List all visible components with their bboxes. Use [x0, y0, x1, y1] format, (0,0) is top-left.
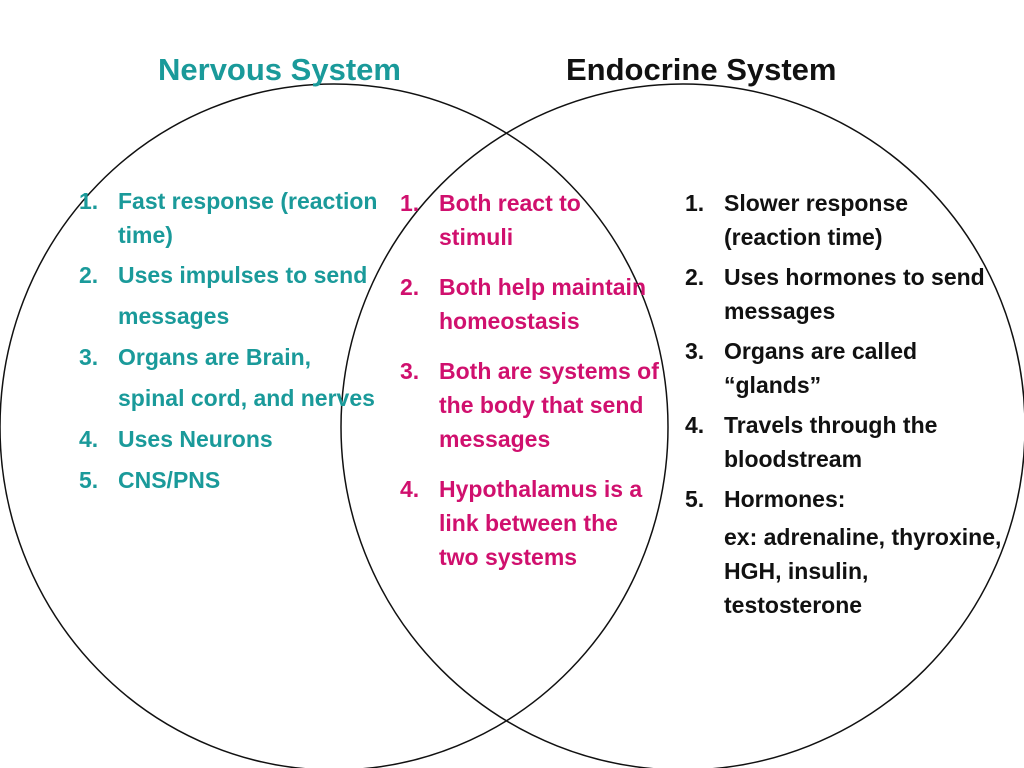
list-item: 2. Uses hormones to send messages: [685, 260, 1005, 328]
list-item: 1. Fast response (reaction time): [79, 184, 379, 252]
item-number: 1.: [400, 190, 420, 216]
list-item: 3. Both are systems of the body that send…: [400, 354, 660, 456]
item-text: Uses Neurons: [118, 426, 273, 452]
item-number: 2.: [685, 264, 705, 290]
nervous-system-circle: [0, 83, 669, 768]
item-text: CNS/PNS: [118, 467, 221, 493]
item-number: 4.: [685, 412, 705, 438]
hormone-examples: ex: adrenaline, thyroxine, HGH, insulin,…: [724, 524, 1002, 618]
item-text: Organs are called “glands”: [724, 338, 918, 398]
list-item: 5. Hormones: ex: adrenaline, thyroxine, HG…: [685, 482, 1005, 622]
list-item: 2. Uses impulses to send messages: [79, 255, 379, 337]
item-number: 5.: [685, 486, 705, 512]
item-text: Hormones:: [724, 486, 846, 512]
item-text: Organs are Brain, spinal cord, and nerve…: [118, 344, 375, 411]
endocrine-system-title: Endocrine System: [566, 52, 837, 87]
nervous-system-list: 1. Fast response (reaction time) 2. Uses i…: [79, 184, 379, 501]
item-text: Both help maintain homeostasis: [439, 274, 646, 334]
list-item: 5. CNS/PNS: [79, 460, 379, 501]
item-number: 2.: [400, 274, 420, 300]
item-text: Both react to stimuli: [439, 190, 581, 250]
item-number: 1.: [685, 190, 705, 216]
nervous-system-title: Nervous System: [158, 52, 401, 87]
list-item: 1. Slower response (reaction time): [685, 186, 1005, 254]
item-text: Fast response (reaction time): [118, 188, 378, 248]
item-number: 5.: [79, 467, 99, 493]
item-number: 2.: [79, 262, 99, 288]
item-text: Both are systems of the body that send m…: [439, 358, 659, 452]
both-systems-list: 1. Both react to stimuli 2. Both help main…: [400, 186, 660, 590]
item-text: Uses impulses to send messages: [118, 262, 368, 329]
item-number: 3.: [400, 358, 420, 384]
item-number: 1.: [79, 188, 99, 214]
item-number: 4.: [79, 426, 99, 452]
item-number: 4.: [400, 476, 420, 502]
item-text: Slower response (reaction time): [724, 190, 909, 250]
item-text: Uses hormones to send messages: [724, 264, 985, 324]
list-item: 4. Hypothalamus is a link between the two…: [400, 472, 660, 574]
item-text: Hypothalamus is a link between the two s…: [439, 476, 643, 570]
list-item: 4. Uses Neurons: [79, 419, 379, 460]
list-item: 1. Both react to stimuli: [400, 186, 660, 254]
endocrine-system-list: 1. Slower response (reaction time) 2. Uses…: [685, 186, 1005, 628]
item-text: Travels through the bloodstream: [724, 412, 938, 472]
item-number: 3.: [685, 338, 705, 364]
item-number: 3.: [79, 344, 99, 370]
list-item: 2. Both help maintain homeostasis: [400, 270, 660, 338]
list-item: 3. Organs are Brain, spinal cord, and ner…: [79, 337, 379, 419]
list-item: 3. Organs are called “glands”: [685, 334, 1005, 402]
endocrine-system-circle: [340, 83, 1024, 768]
list-item: 4. Travels through the bloodstream: [685, 408, 1005, 476]
